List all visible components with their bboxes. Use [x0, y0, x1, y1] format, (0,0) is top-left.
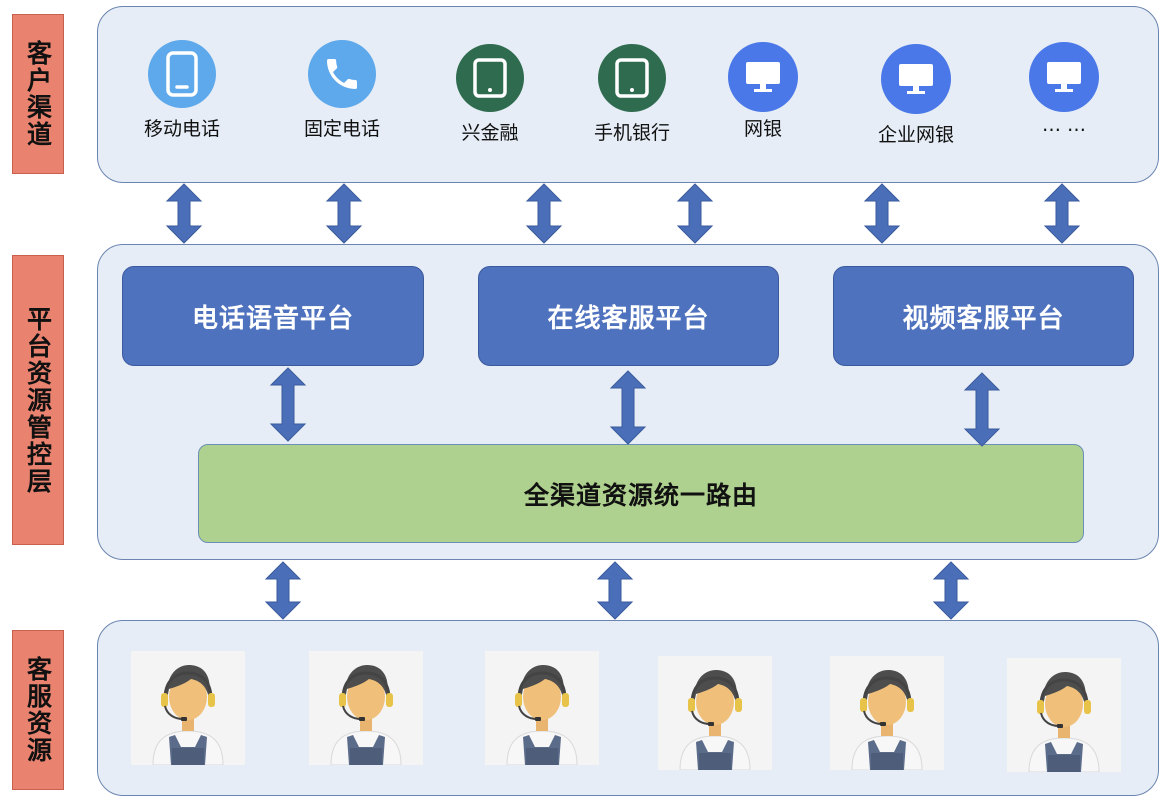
channel-label: 兴金融 [461, 122, 519, 144]
layer-label-service-resources: 客服资源 [12, 630, 64, 790]
agent-5 [830, 656, 944, 771]
monitor-icon [728, 42, 798, 112]
mobile-phone-icon [148, 40, 216, 108]
layer-label-platform-control: 平台资源管控层 [12, 255, 64, 545]
customer-service-agent-icon [330, 665, 402, 766]
channel-xingjinrong: 兴金融 [440, 44, 540, 145]
double-arrow-icon [863, 183, 901, 244]
monitor-icon [881, 44, 951, 114]
channel-label: 移动电话 [143, 118, 220, 140]
channel-mobile-phone: 移动电话 [132, 40, 232, 141]
tablet-icon [456, 44, 524, 112]
platform-online-service: 在线客服平台 [478, 266, 779, 366]
channel-online-banking: 网银 [713, 42, 813, 141]
channel-label: 固定电话 [303, 118, 380, 140]
channel-mobile-banking: 手机银行 [582, 44, 682, 145]
landline-phone-icon [308, 40, 376, 108]
platform-video-service: 视频客服平台 [833, 266, 1134, 366]
customer-service-agent-icon [506, 665, 578, 766]
channel-corporate-banking: 企业网银 [866, 44, 966, 147]
tablet-icon [598, 44, 666, 112]
channel-label: 网银 [743, 118, 782, 140]
agent-1 [131, 651, 245, 766]
channel-label: … … [1041, 114, 1087, 136]
double-arrow-icon [525, 183, 563, 244]
agent-3 [485, 651, 599, 766]
double-arrow-icon [596, 561, 634, 620]
agent-6 [1007, 658, 1121, 773]
double-arrow-icon [325, 183, 363, 244]
monitor-icon [1029, 42, 1099, 112]
channel-more: … … [1014, 42, 1114, 136]
double-arrow-icon [264, 561, 302, 620]
agent-4 [658, 656, 772, 771]
customer-service-agent-icon [851, 670, 923, 771]
customer-service-agent-icon [679, 670, 751, 771]
double-arrow-icon [1043, 183, 1081, 244]
customer-service-agent-icon [152, 665, 224, 766]
layer-label-customer-channels: 客户渠道 [12, 14, 64, 174]
omnichannel-router: 全渠道资源统一路由 [198, 444, 1084, 543]
double-arrow-icon [932, 561, 970, 620]
agent-2 [309, 651, 423, 766]
channel-label: 企业网银 [877, 124, 954, 146]
service-resources-panel [97, 620, 1159, 796]
platform-phone-voice: 电话语音平台 [122, 266, 424, 366]
double-arrow-icon [676, 183, 714, 244]
double-arrow-icon [165, 183, 203, 244]
channel-label: 手机银行 [593, 122, 670, 144]
channel-landline-phone: 固定电话 [292, 40, 392, 141]
customer-service-agent-icon [1028, 672, 1100, 773]
